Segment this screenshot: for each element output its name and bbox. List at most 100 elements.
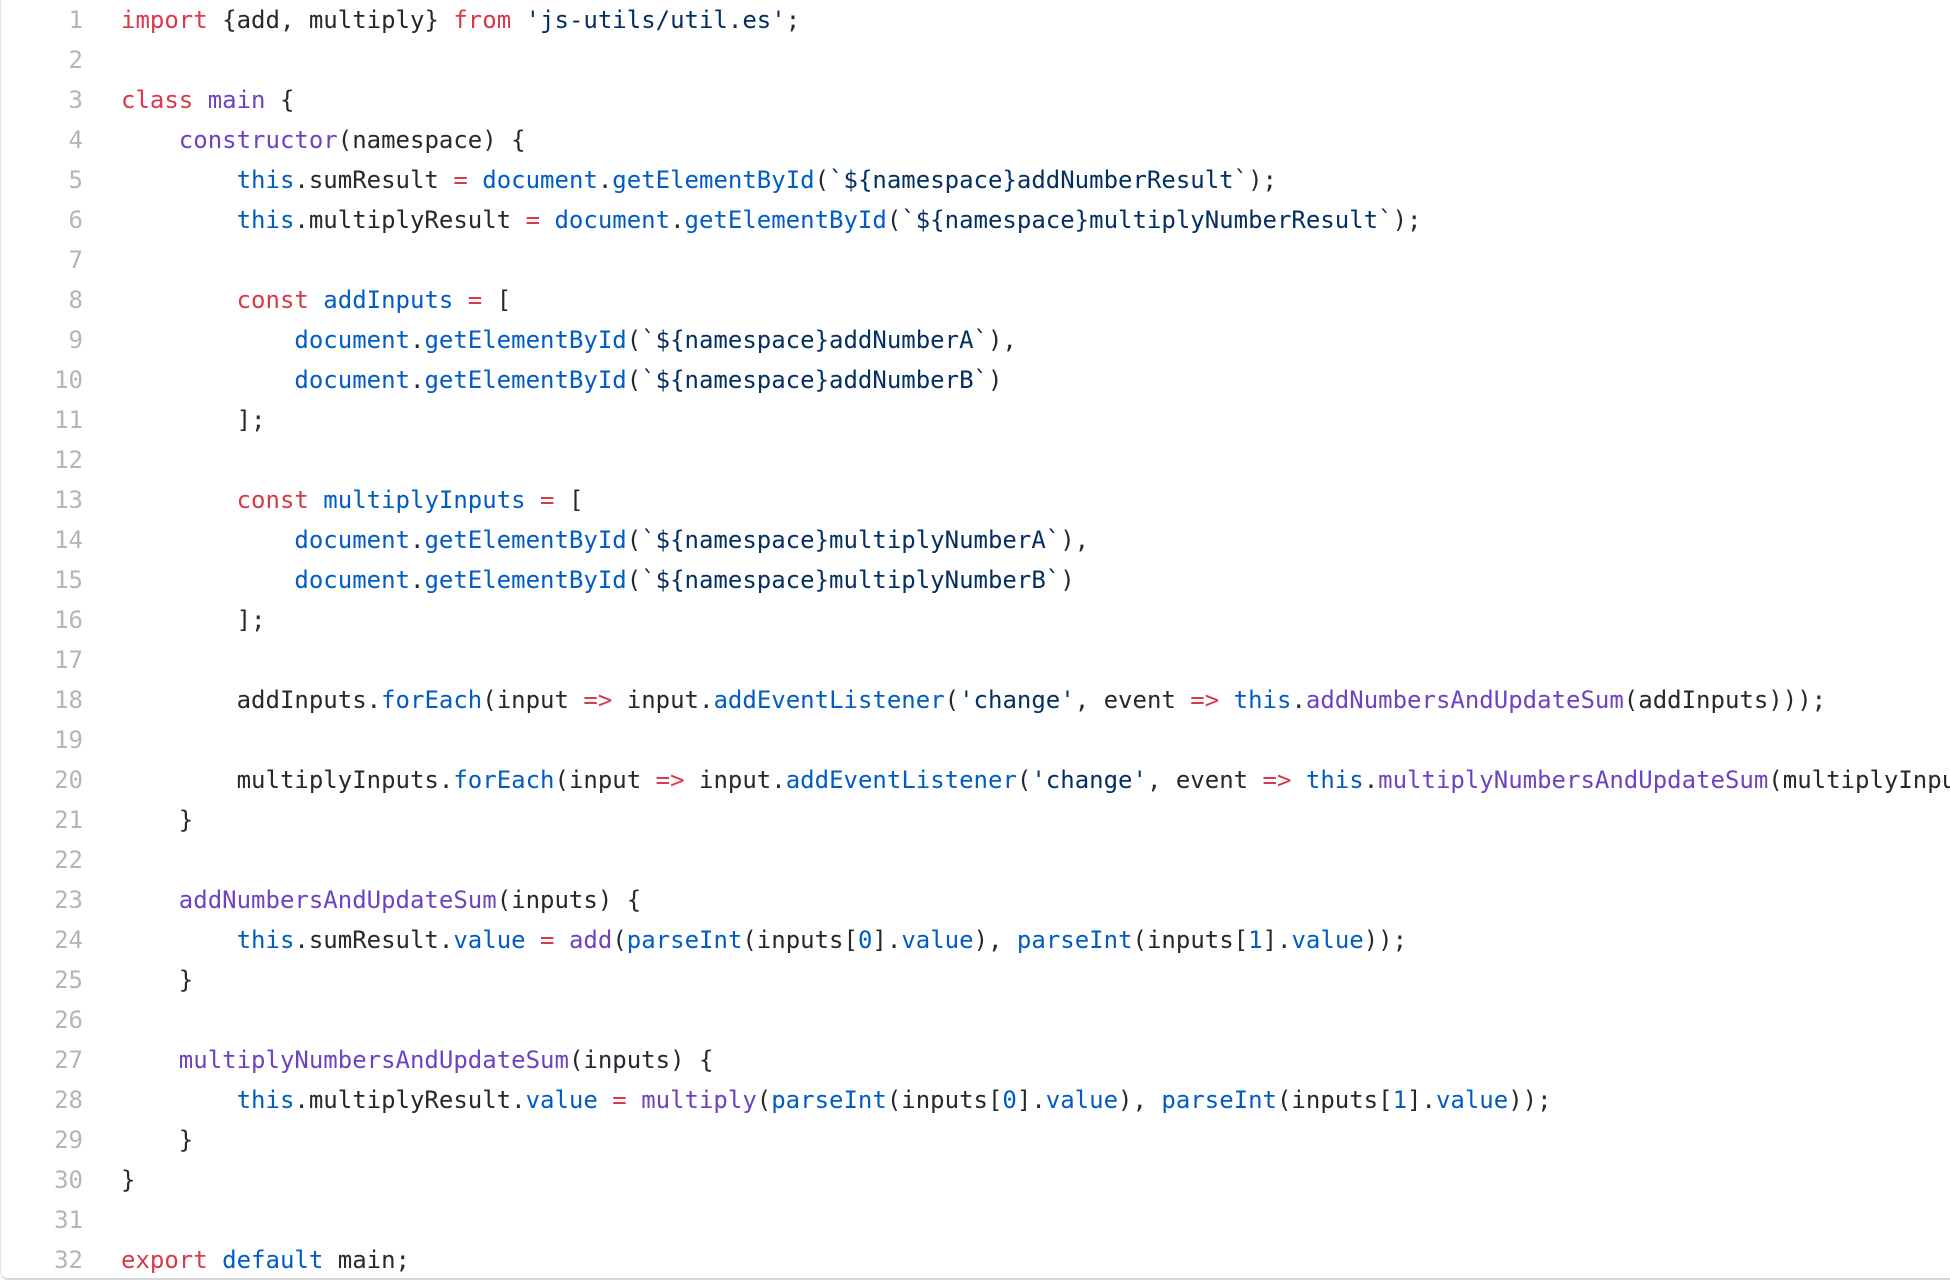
line-content bbox=[83, 840, 121, 880]
keyword-token: => bbox=[1190, 686, 1220, 714]
text-token: .multiplyResult bbox=[294, 206, 526, 234]
line-number[interactable]: 26 bbox=[54, 1006, 83, 1034]
text-token: ), bbox=[1118, 1086, 1162, 1114]
line-number[interactable]: 29 bbox=[54, 1126, 83, 1154]
line-number[interactable]: 10 bbox=[54, 366, 83, 394]
constant-token: addEventListener bbox=[713, 686, 945, 714]
code-line: 30} bbox=[1, 1160, 1950, 1200]
line-number[interactable]: 20 bbox=[54, 766, 83, 794]
entity-token: add bbox=[568, 926, 613, 954]
line-number[interactable]: 8 bbox=[68, 286, 83, 314]
text-token: (namespace) { bbox=[337, 126, 526, 154]
line-number[interactable]: 22 bbox=[54, 846, 83, 874]
entity-token: addNumbersAndUpdateSum bbox=[1305, 686, 1624, 714]
constant-token: this bbox=[236, 1086, 295, 1114]
text-token: ( bbox=[612, 926, 627, 954]
entity-token: multiplyNumbersAndUpdateSum bbox=[1378, 766, 1769, 794]
line-number[interactable]: 23 bbox=[54, 886, 83, 914]
line-number[interactable]: 5 bbox=[68, 166, 83, 194]
constant-token: 1 bbox=[1248, 926, 1263, 954]
text-token bbox=[453, 286, 467, 314]
text-token: {add, multiply} bbox=[207, 6, 454, 34]
text-token: [ bbox=[554, 486, 584, 514]
text-token: )); bbox=[1363, 926, 1408, 954]
text-token bbox=[121, 1086, 237, 1114]
line-content: export default main; bbox=[83, 1240, 410, 1280]
line-content: const addInputs = [ bbox=[83, 280, 512, 320]
line-number[interactable]: 31 bbox=[54, 1206, 83, 1234]
line-number[interactable]: 32 bbox=[54, 1246, 83, 1274]
text-token bbox=[526, 926, 540, 954]
code-line: 25 } bbox=[1, 960, 1950, 1000]
constant-token: value bbox=[1045, 1086, 1119, 1114]
line-number[interactable]: 7 bbox=[68, 246, 83, 274]
code-line: 27 multiplyNumbersAndUpdateSum(inputs) { bbox=[1, 1040, 1950, 1080]
constant-token: document bbox=[294, 366, 410, 394]
constant-token: document bbox=[554, 206, 671, 234]
line-number[interactable]: 27 bbox=[54, 1046, 83, 1074]
text-token: . bbox=[1363, 766, 1379, 794]
line-number[interactable]: 16 bbox=[54, 606, 83, 634]
constant-token: value bbox=[901, 926, 974, 954]
line-content bbox=[83, 1000, 121, 1040]
line-number[interactable]: 17 bbox=[54, 646, 83, 674]
line-number[interactable]: 30 bbox=[54, 1166, 83, 1194]
string-token: `${namespace}multiplyNumberResult` bbox=[901, 206, 1393, 234]
code-line: 28 this.multiplyResult.value = multiply(… bbox=[1, 1080, 1950, 1120]
line-number[interactable]: 24 bbox=[54, 926, 83, 954]
line-number[interactable]: 25 bbox=[54, 966, 83, 994]
line-content: class main { bbox=[83, 80, 294, 120]
text-token: . bbox=[409, 326, 425, 354]
line-number[interactable]: 3 bbox=[68, 86, 83, 114]
constant-token: this bbox=[1233, 686, 1292, 714]
text-token: ]. bbox=[1016, 1086, 1046, 1114]
line-number[interactable]: 6 bbox=[68, 206, 83, 234]
line-number[interactable]: 19 bbox=[54, 726, 83, 754]
text-token bbox=[555, 926, 569, 954]
line-number[interactable]: 28 bbox=[54, 1086, 83, 1114]
keyword-token: import bbox=[121, 6, 208, 34]
line-number[interactable]: 1 bbox=[68, 6, 83, 34]
text-token: (inputs[ bbox=[1276, 1086, 1393, 1114]
string-token: `${namespace}addNumberB` bbox=[641, 366, 988, 394]
text-token: .multiplyResult. bbox=[294, 1086, 526, 1114]
code-line: 4 constructor(namespace) { bbox=[1, 120, 1950, 160]
line-number[interactable]: 2 bbox=[68, 46, 83, 74]
entity-token: multiply bbox=[641, 1086, 757, 1114]
line-number[interactable]: 15 bbox=[54, 566, 83, 594]
text-token: main; bbox=[323, 1246, 411, 1274]
constant-token: this bbox=[236, 206, 295, 234]
line-content bbox=[83, 1200, 121, 1240]
line-number[interactable]: 11 bbox=[54, 406, 83, 434]
constant-token: value bbox=[525, 1086, 598, 1114]
text-token: , event bbox=[1074, 686, 1191, 714]
line-number[interactable]: 21 bbox=[54, 806, 83, 834]
line-number[interactable]: 14 bbox=[54, 526, 83, 554]
text-token: input. bbox=[612, 686, 714, 714]
constant-token: parseInt bbox=[1016, 926, 1133, 954]
text-token bbox=[193, 86, 207, 114]
line-number[interactable]: 18 bbox=[54, 686, 83, 714]
text-token: ); bbox=[1248, 166, 1277, 194]
entity-token: multiplyNumbersAndUpdateSum bbox=[178, 1046, 569, 1074]
line-number[interactable]: 9 bbox=[68, 326, 83, 354]
text-token bbox=[309, 486, 323, 514]
line-number[interactable]: 13 bbox=[54, 486, 83, 514]
text-token: ( bbox=[756, 1086, 772, 1114]
text-token bbox=[208, 1246, 222, 1274]
line-content: } bbox=[83, 1120, 193, 1160]
constant-token: 1 bbox=[1392, 1086, 1408, 1114]
line-number[interactable]: 4 bbox=[68, 126, 83, 154]
line-number[interactable]: 12 bbox=[54, 446, 83, 474]
text-token bbox=[121, 486, 237, 514]
entity-token: addNumbersAndUpdateSum bbox=[178, 886, 497, 914]
constant-token: 0 bbox=[857, 926, 873, 954]
code-line: 21 } bbox=[1, 800, 1950, 840]
text-token: { bbox=[265, 86, 295, 114]
line-content bbox=[83, 440, 121, 480]
text-token bbox=[511, 6, 525, 34]
string-token: `${namespace}multiplyNumberA` bbox=[641, 526, 1061, 554]
